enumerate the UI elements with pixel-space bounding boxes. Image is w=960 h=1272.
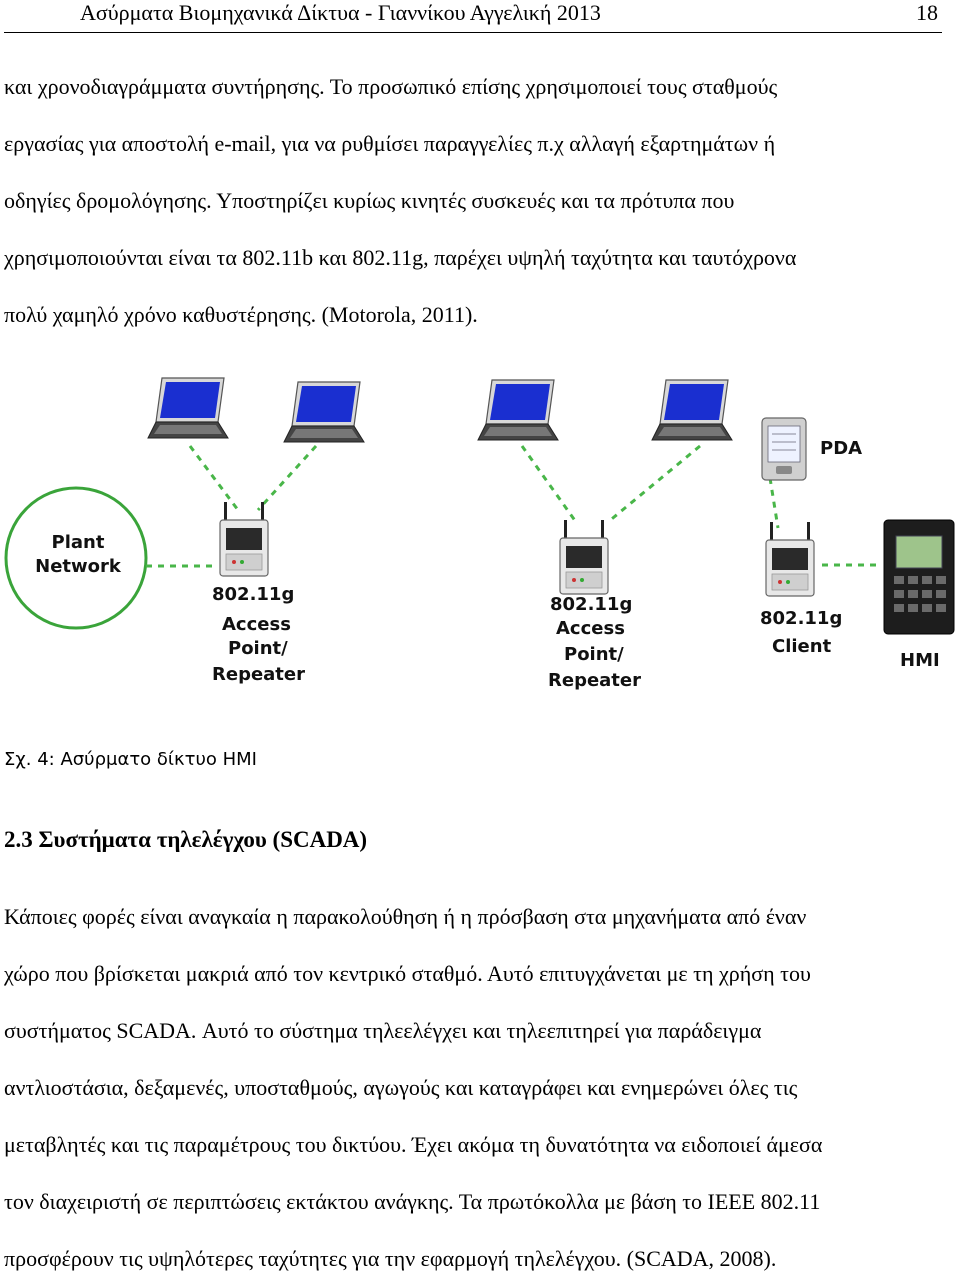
ap1-label: Point/ bbox=[228, 638, 288, 659]
paragraph-line: εργασίας για αποστολή e-mail, για να ρυθ… bbox=[4, 131, 776, 156]
paragraph-line: συστήματος SCADA. Αυτό το σύστημα τηλεελ… bbox=[4, 1018, 762, 1043]
client-radio-icon bbox=[765, 521, 815, 597]
plant-network-label: Network bbox=[35, 556, 122, 577]
figure-caption: Σχ. 4: Ασύρματο δίκτυο HMI bbox=[4, 749, 257, 770]
paragraph-line: χρησιμοποιούνται είναι τα 802.11b και 80… bbox=[4, 245, 797, 270]
access-point-icon bbox=[559, 519, 609, 595]
laptop-icon bbox=[651, 379, 733, 441]
ap1-label: Repeater bbox=[212, 664, 305, 685]
paragraph-line: οδηγίες δρομολόγησης. Υποστηρίζει κυρίως… bbox=[4, 188, 735, 213]
pda-label: PDA bbox=[820, 438, 862, 459]
hmi-icon bbox=[883, 519, 955, 635]
paragraph-line: και χρονοδιαγράμματα συντήρησης. Το προσ… bbox=[4, 74, 778, 99]
laptop-icon bbox=[147, 377, 229, 439]
ap2-label: Access bbox=[556, 618, 625, 639]
client-label: Client bbox=[772, 636, 832, 657]
paragraph-line: αντλιοστάσια, δεξαμενές, υποσταθμούς, αγ… bbox=[4, 1075, 798, 1100]
section-heading: 2.3 Συστήματα τηλελέγχου (SCADA) bbox=[4, 827, 368, 852]
laptop-icon bbox=[477, 379, 559, 441]
ap1-label: Access bbox=[222, 614, 291, 635]
paragraph-line: τον διαχειριστή σε περιπτώσεις εκτάκτου … bbox=[4, 1189, 821, 1214]
paragraph-line: μεταβλητές και τις παραμέτρους του δικτύ… bbox=[4, 1132, 823, 1157]
network-diagram: Plant Network PDA bbox=[0, 360, 960, 710]
access-point-icon bbox=[219, 501, 269, 577]
paragraph-line: πολύ χαμηλό χρόνο καθυστέρησης. (Motorol… bbox=[4, 302, 478, 327]
ap1-label: 802.11g bbox=[212, 584, 294, 605]
pda-icon bbox=[761, 417, 807, 481]
paragraph-line: προσφέρουν τις υψηλότερες ταχύτητες για … bbox=[4, 1246, 777, 1271]
page-number: 18 bbox=[916, 0, 938, 25]
ap2-label: Repeater bbox=[548, 670, 641, 691]
header-title: Ασύρματα Βιομηχανικά Δίκτυα - Γιαννίκου … bbox=[80, 0, 601, 25]
page-header: Ασύρματα Βιομηχανικά Δίκτυα - Γιαννίκου … bbox=[4, 0, 942, 33]
paragraph-line: Κάποιες φορές είναι αναγκαία η παρακολού… bbox=[4, 904, 807, 929]
wireless-links bbox=[188, 444, 878, 567]
ap2-label: 802.11g bbox=[550, 594, 632, 615]
client-label: 802.11g bbox=[760, 608, 842, 629]
plant-network-circle bbox=[4, 486, 148, 630]
paragraph-line: χώρο που βρίσκεται μακριά από τον κεντρι… bbox=[4, 961, 811, 986]
plant-network-label: Plant bbox=[52, 532, 105, 553]
hmi-label: HMI bbox=[900, 650, 940, 671]
ap2-label: Point/ bbox=[564, 644, 624, 665]
laptop-icon bbox=[283, 381, 365, 443]
